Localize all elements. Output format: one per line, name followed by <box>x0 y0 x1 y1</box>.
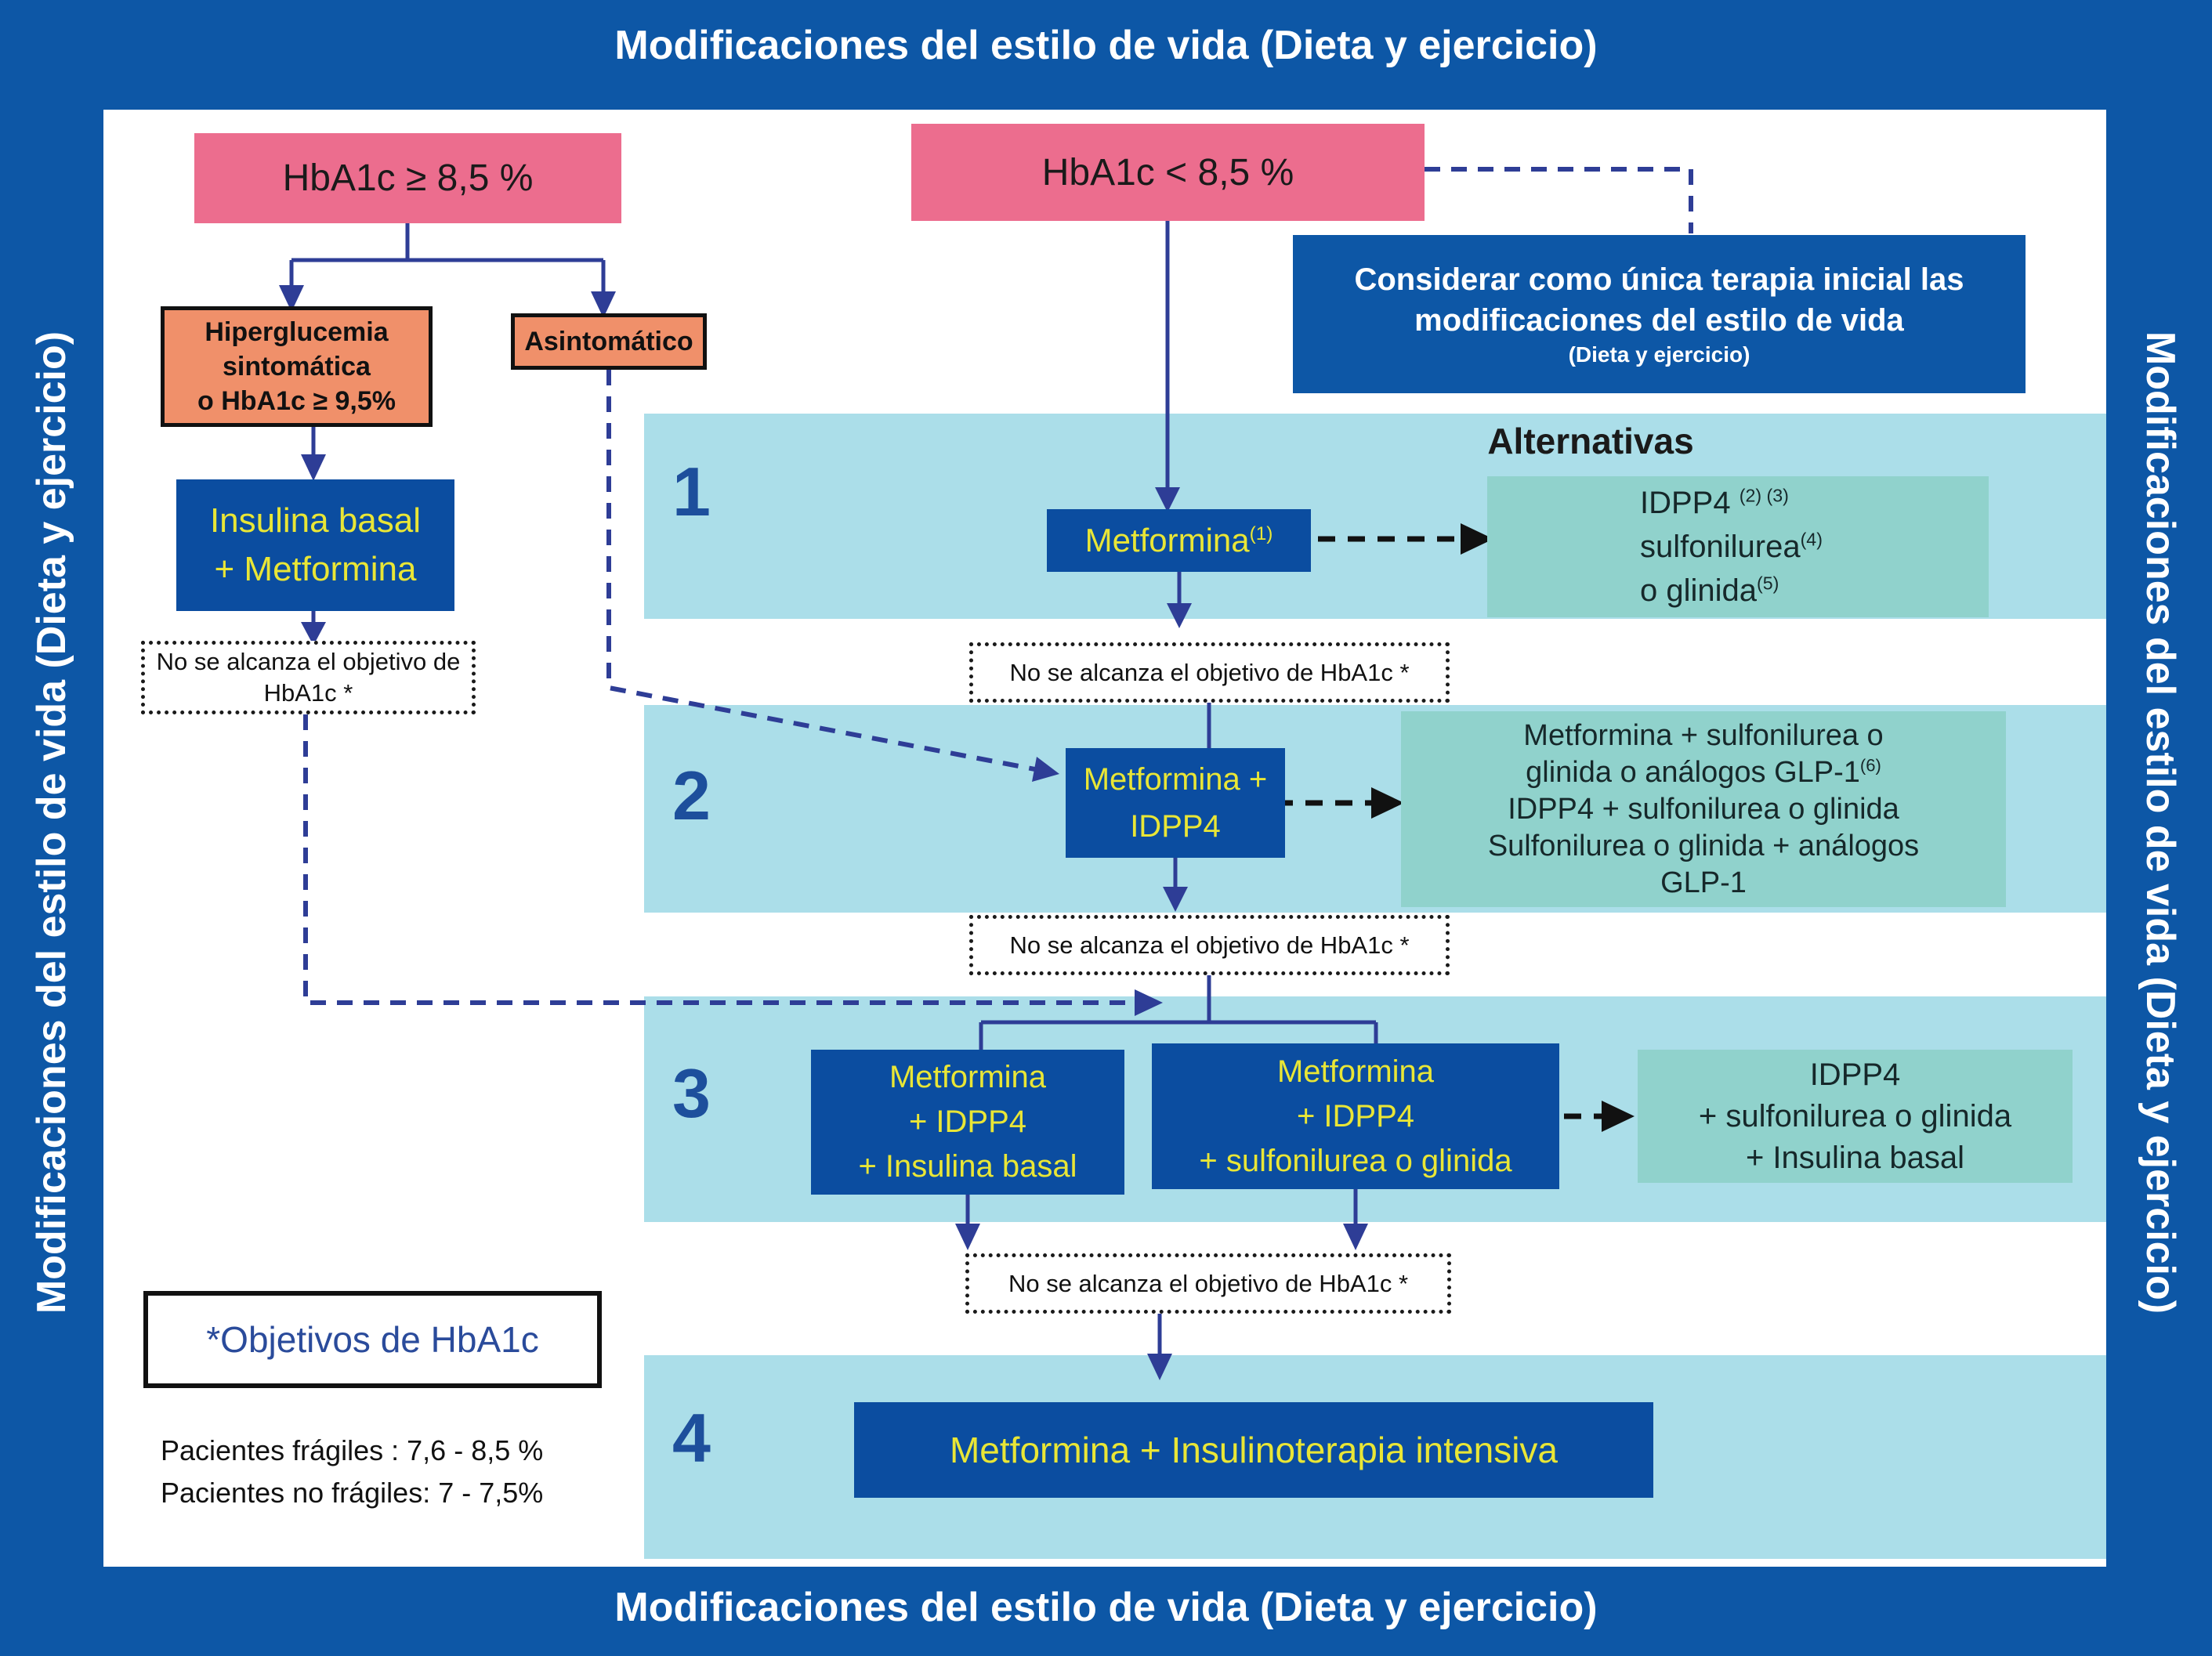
no-target-box-3: No se alcanza el objetivo de HbA1c * <box>965 1253 1451 1314</box>
considerar-main-lines: Considerar como única terapia inicial la… <box>1354 262 1964 338</box>
asintomatico-box: Asintomático <box>511 313 707 370</box>
objetivos-title-box: *Objetivos de HbA1c <box>143 1291 602 1388</box>
hba1c-high-box: HbA1c ≥ 8,5 % <box>194 133 621 223</box>
no-target-box-2: No se alcanza el objetivo de HbA1c * <box>969 915 1450 975</box>
metformina-idpp4-sulfonilurea-box: Metformina+ IDPP4+ sulfonilurea o glinid… <box>1152 1043 1559 1189</box>
pacientes-notes: Pacientes frágiles : 7,6 - 8,5 %Paciente… <box>161 1434 544 1509</box>
step4-number: 4 <box>672 1399 711 1477</box>
step3-alternatives-box: IDPP4+ sulfonilurea o glinida+ Insulina … <box>1638 1050 2073 1183</box>
alternativas-label: Alternativas <box>1487 421 1694 461</box>
step1-alternatives-box: IDPP4 (2) (3)sulfonilurea(4)o glinida(5) <box>1487 476 1989 617</box>
step3-number: 3 <box>672 1054 711 1132</box>
left-banner: Modificaciones del estilo de vida (Dieta… <box>29 331 74 1314</box>
metformina-idpp4-box: Metformina +IDPP4 <box>1066 748 1285 858</box>
right-banner: Modificaciones del estilo de vida (Dieta… <box>2138 331 2183 1314</box>
insulina-basal-metformina-box: Insulina basal+ Metformina <box>176 479 454 611</box>
bottom-banner: Modificaciones del estilo de vida (Dieta… <box>614 1585 1598 1630</box>
metformina-box: Metformina(1) <box>1047 509 1311 572</box>
considerar-sub-line: (Dieta y ejercicio) <box>1568 342 1750 367</box>
metformina-insulinoterapia-box: Metformina + Insulinoterapia intensiva <box>854 1402 1653 1498</box>
no-target-box-1: No se alcanza el objetivo de HbA1c * <box>969 642 1450 703</box>
hba1c-low-box: HbA1c < 8,5 % <box>911 124 1425 221</box>
step2-number: 2 <box>672 757 711 834</box>
metformina-idpp4-insulina-box: Metformina+ IDPP4+ Insulina basal <box>811 1050 1124 1195</box>
considerar-terapia-box: Considerar como única terapia inicial la… <box>1293 235 2026 393</box>
top-banner: Modificaciones del estilo de vida (Dieta… <box>614 23 1598 68</box>
step1-number: 1 <box>672 453 711 530</box>
